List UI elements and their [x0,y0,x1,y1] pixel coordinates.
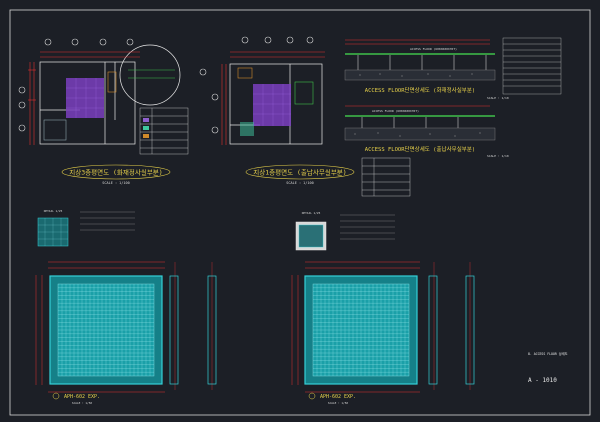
panel-right-detail: DETAIL 1/25 [302,211,321,215]
floor-plan-left: 지상3층평면도 (화재정사실부분) SCALE : 1/100 [18,38,189,185]
plan-right-title: 지상1층평면도 (출납사무실부분) [253,168,346,177]
section-bottom-callout: ACCESS FLOOR (600X600X35T) [372,109,419,113]
panel-right-title: APH-602 EXP. [320,394,356,400]
section-bottom-scale: SCALE : 1/10 [487,154,509,158]
plan-left-scale: SCALE : 1/100 [102,181,129,185]
panel-plan-left: DETAIL 1/25 APH-602 EXP. SCALE : 1/50 [35,209,217,405]
section-detail-bottom: ACCESS FLOOR (600X600X35T) ACCESS FLOOR단… [344,105,509,158]
floor-plan-right: 지상1층평면도 (출납사무실부분) SCALE : 1/100 [199,36,411,197]
sheet-caption: 8. ACCESS FLOOR 상세도 [528,351,568,356]
section-top-scale: SCALE : 1/10 [487,96,509,100]
panel-plan-right: DETAIL 1/25 APH-602 EXP. SCALE : 1/50 [291,211,475,405]
section-top-title: ACCESS FLOOR단면상세도 (화재정사실부분) [365,86,475,94]
panel-right-scale: SCALE : 1/50 [328,401,349,405]
panel-left-title: APH-602 EXP. [64,394,100,400]
panel-left-scale: SCALE : 1/50 [72,401,93,405]
sheet-number: A - 1010 [528,377,557,384]
section-detail-top: ACCESS FLOOR (600X600X35T) ACCESS FLOOR단… [344,39,509,100]
section-bottom-title: ACCESS FLOOR단면상세도 (출납사무실부분) [365,145,475,153]
section-top-callout: ACCESS FLOOR (600X600X35T) [410,47,457,51]
plan-right-scale: SCALE : 1/100 [286,181,313,185]
plan-left-title: 지상3층평면도 (화재정사실부분) [69,168,162,177]
notes-table [502,37,562,95]
panel-left-detail: DETAIL 1/25 [44,209,63,213]
sheet-border [9,9,591,416]
